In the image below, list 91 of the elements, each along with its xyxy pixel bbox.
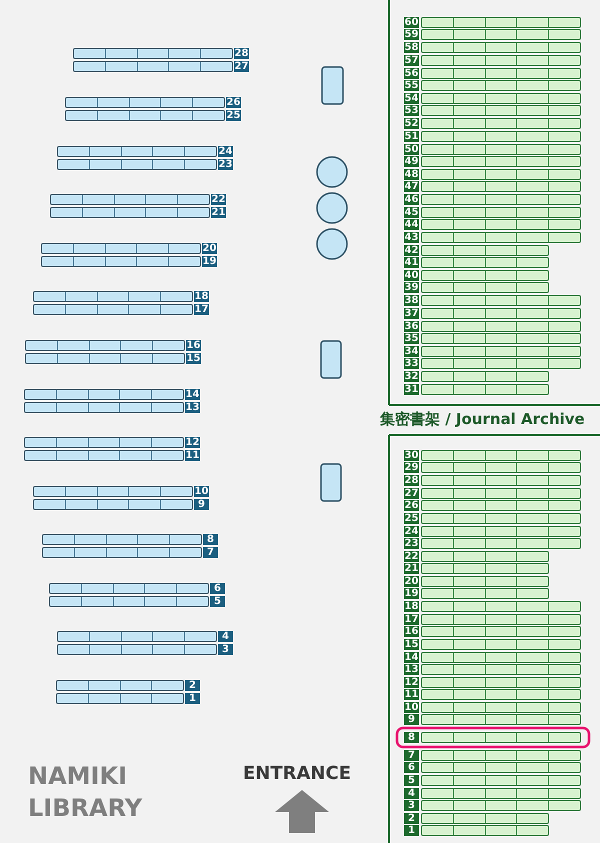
shelf-number: 20	[202, 243, 217, 254]
shelf-number: 22	[404, 551, 419, 562]
shelf-number: 57	[404, 55, 419, 66]
shelf-number: 7	[203, 547, 218, 558]
shelf-number: 46	[404, 194, 419, 205]
shelf-number: 55	[404, 80, 419, 91]
shelf-number: 32	[404, 371, 419, 382]
shelf-number: 12	[404, 677, 419, 688]
shelf-number: 42	[404, 245, 419, 256]
shelf-number: 13	[404, 664, 419, 675]
shelf-number: 51	[404, 131, 419, 142]
shelf-number: 39	[404, 282, 419, 293]
shelf-number: 1	[404, 825, 419, 836]
shelf-number: 11	[185, 450, 200, 461]
shelf-number: 26	[226, 97, 241, 108]
shelf-number: 53	[404, 105, 419, 116]
shelf-number: 17	[194, 304, 209, 315]
shelf-number: 5	[210, 596, 225, 607]
shelf-number: 21	[404, 563, 419, 574]
shelf-number: 12	[185, 437, 200, 448]
library-name: NAMIKI LIBRARY	[28, 761, 144, 824]
shelf-number: 6	[210, 583, 225, 594]
shelf-number: 15	[404, 639, 419, 650]
shelf-number: 14	[185, 389, 200, 400]
shelf-number: 28	[404, 475, 419, 486]
shelf-number: 50	[404, 144, 419, 155]
shelf-number: 52	[404, 118, 419, 129]
shelf-number: 11	[404, 689, 419, 700]
shelf-number: 28	[234, 48, 249, 59]
shelf-number: 38	[404, 295, 419, 306]
shelf-number: 8	[404, 732, 419, 743]
shelf-number: 24	[218, 146, 233, 157]
shelf-number: 24	[404, 526, 419, 537]
shelf-number: 27	[234, 61, 249, 72]
shelf-number: 44	[404, 219, 419, 230]
shelf-number: 31	[404, 384, 419, 395]
shelf-number: 18	[404, 601, 419, 612]
shelf-number: 15	[186, 353, 201, 364]
shelf-number: 8	[203, 534, 218, 545]
shelf-number: 49	[404, 156, 419, 167]
shelf-number: 16	[404, 626, 419, 637]
shelf-number: 48	[404, 169, 419, 180]
shelf-number: 58	[404, 42, 419, 53]
shelf-number: 26	[404, 500, 419, 511]
entrance-label: ENTRANCE	[243, 763, 351, 784]
shelf-number: 4	[404, 788, 419, 799]
shelf-number: 16	[186, 340, 201, 351]
shelf-number: 14	[404, 652, 419, 663]
shelf-number: 3	[404, 800, 419, 811]
shelf-number: 17	[404, 614, 419, 625]
shelf-number: 27	[404, 488, 419, 499]
shelf-number: 10	[194, 486, 209, 497]
shelf-number: 2	[404, 813, 419, 824]
shelf-number: 18	[194, 291, 209, 302]
shelf-number: 60	[404, 17, 419, 28]
shelf-number: 29	[404, 462, 419, 473]
shelf-number: 30	[404, 450, 419, 461]
shelf-number: 45	[404, 207, 419, 218]
shelf-number: 9	[404, 714, 419, 725]
shelf-number: 2	[185, 680, 200, 691]
shelf-number: 19	[202, 256, 217, 267]
shelf-number: 3	[218, 644, 233, 655]
shelf-number: 1	[185, 693, 200, 704]
shelf-number: 9	[194, 499, 209, 510]
shelf-number: 22	[211, 194, 226, 205]
shelf-number: 36	[404, 321, 419, 332]
shelf-number: 40	[404, 270, 419, 281]
shelf-number: 41	[404, 257, 419, 268]
shelf-number: 37	[404, 308, 419, 319]
shelf-number: 43	[404, 232, 419, 243]
shelf-number: 6	[404, 762, 419, 773]
shelf-number: 23	[218, 159, 233, 170]
shelf-number: 10	[404, 702, 419, 713]
shelf-number: 25	[226, 110, 241, 121]
shelf-number: 13	[185, 402, 200, 413]
shelf-number: 23	[404, 538, 419, 549]
shelf-number: 33	[404, 358, 419, 369]
section-heading: 集密書架 / Journal Archive	[380, 410, 585, 429]
shelf-number: 56	[404, 68, 419, 79]
shelf-number: 19	[404, 588, 419, 599]
shelf-number: 7	[404, 750, 419, 761]
shelf-number: 35	[404, 333, 419, 344]
shelf-number: 20	[404, 576, 419, 587]
shelf-number: 59	[404, 29, 419, 40]
shelf-number: 21	[211, 207, 226, 218]
shelf-number: 54	[404, 93, 419, 104]
shelf-number: 4	[218, 631, 233, 642]
shelf-number: 25	[404, 513, 419, 524]
shelf-number: 47	[404, 181, 419, 192]
shelf-number: 5	[404, 775, 419, 786]
shelf-number: 34	[404, 346, 419, 357]
